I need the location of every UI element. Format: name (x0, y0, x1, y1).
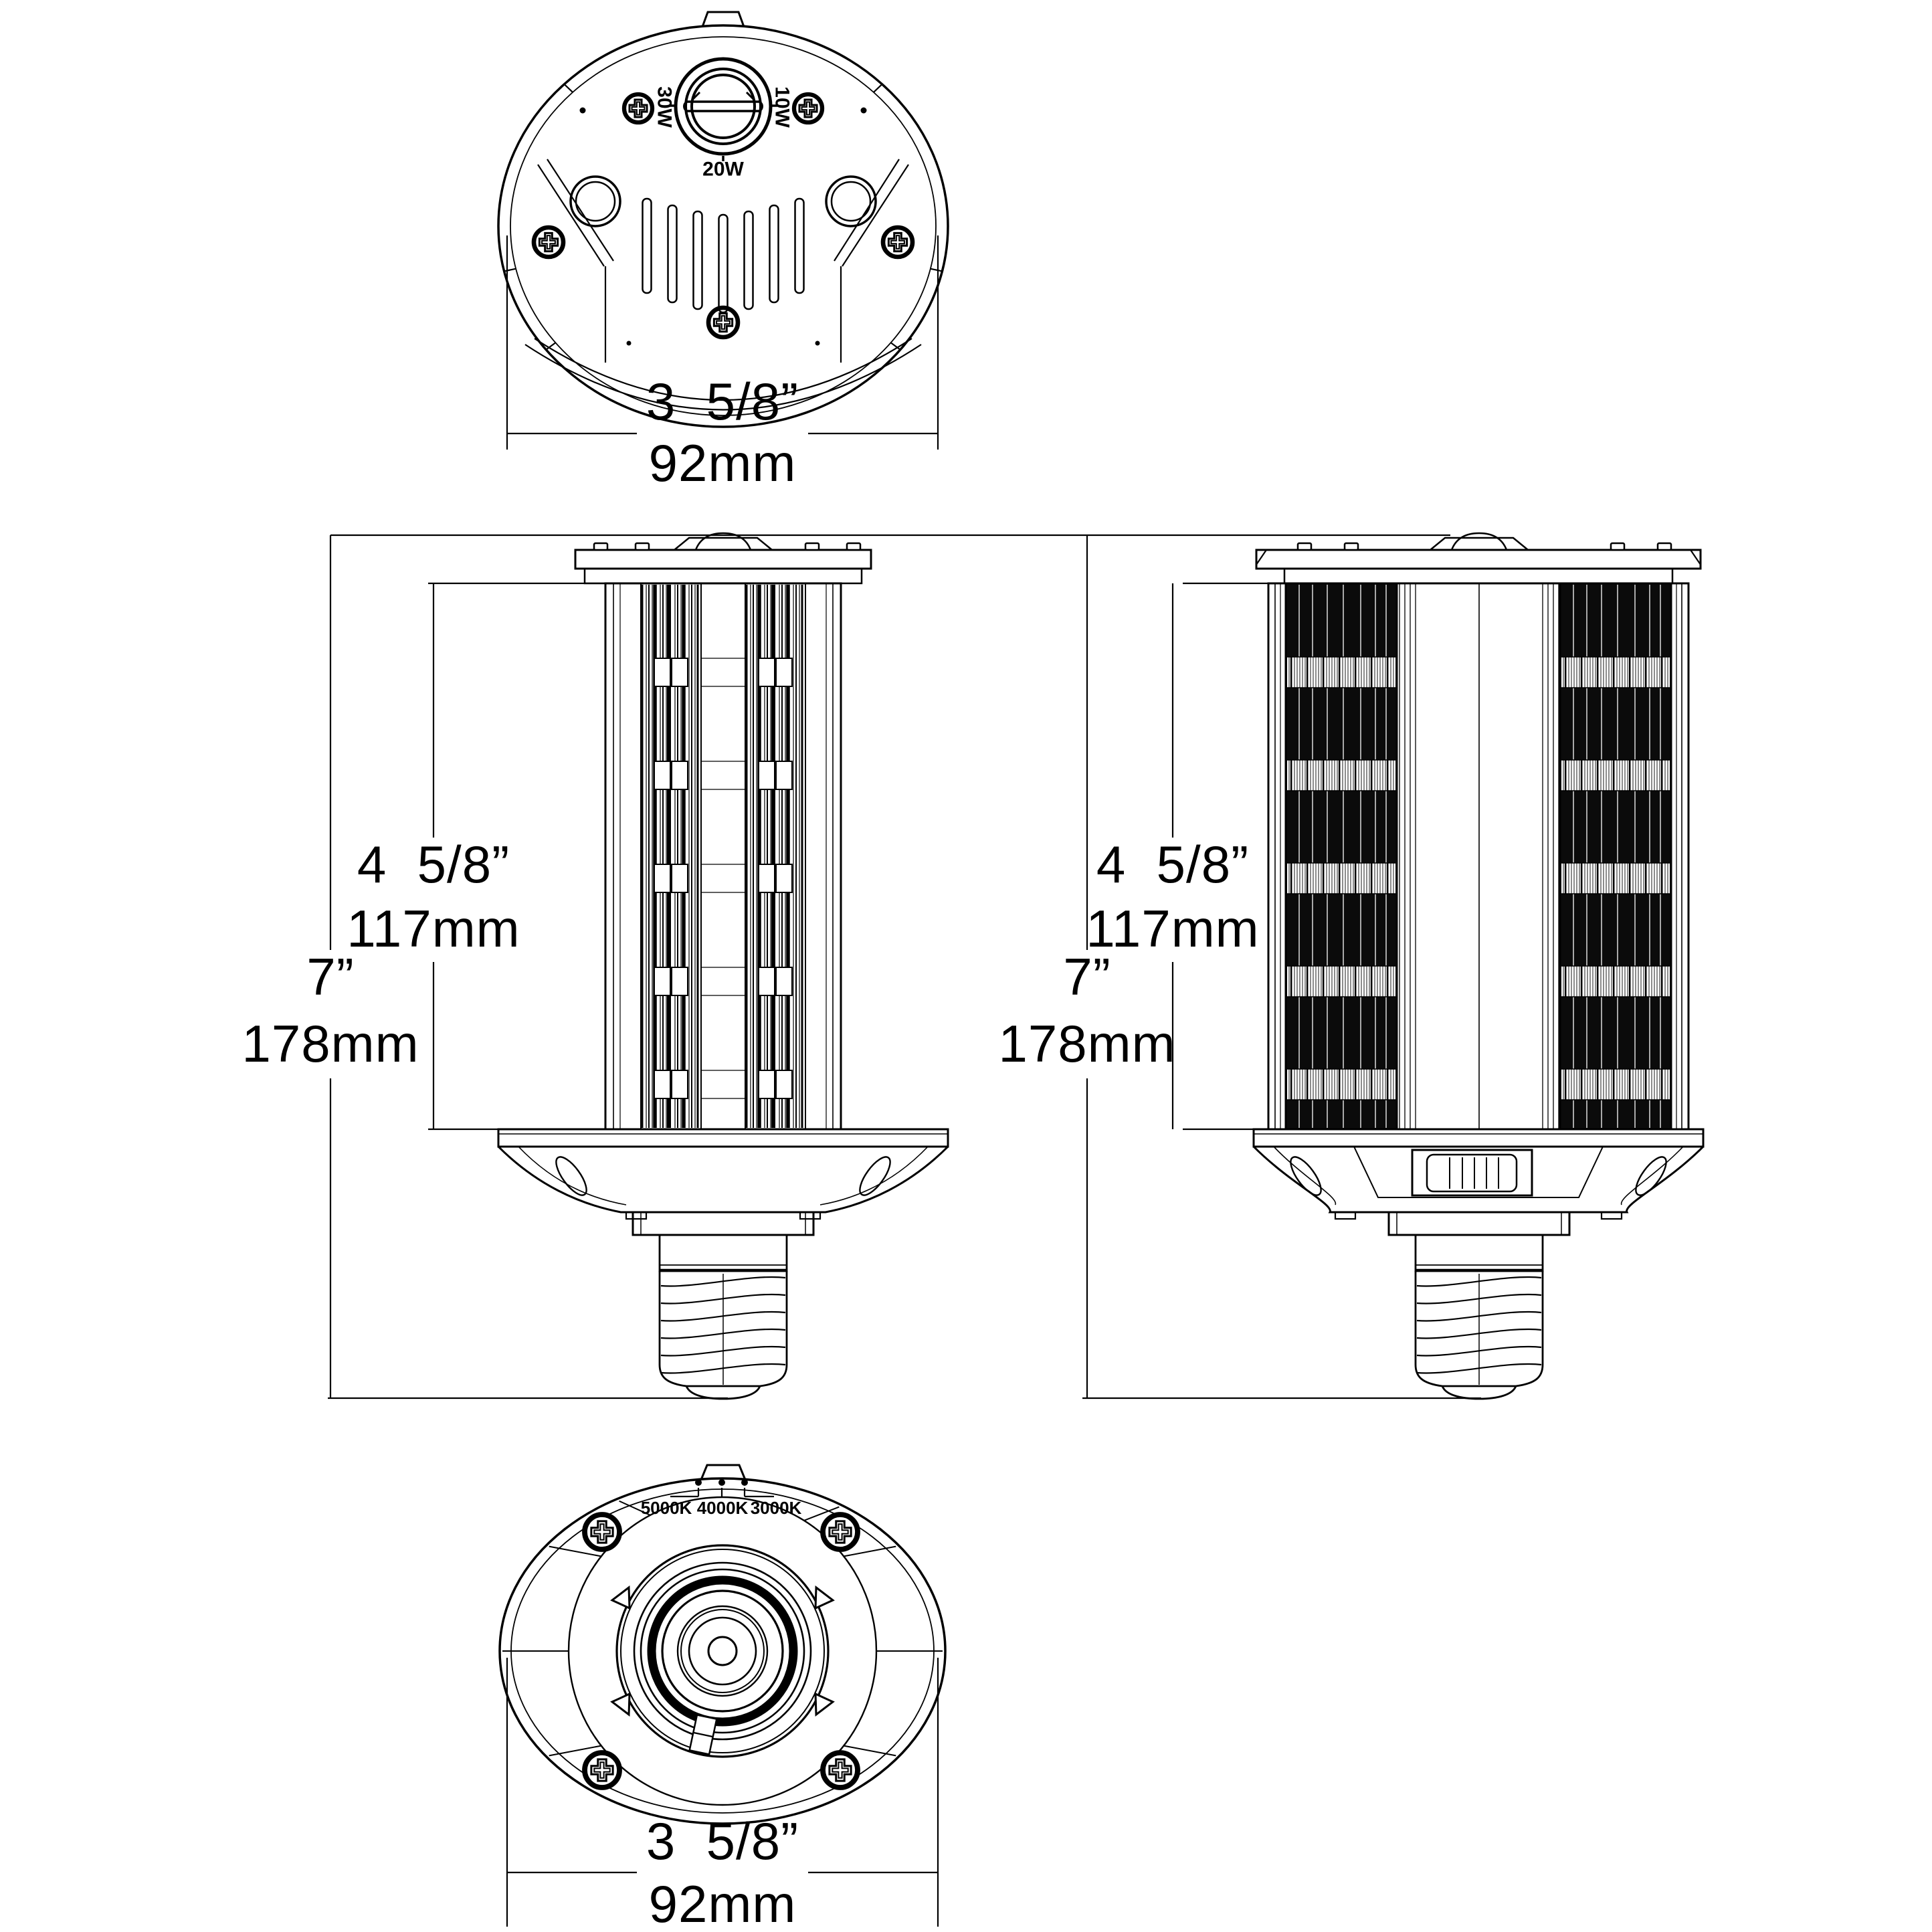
watt-label-30w: 30W (654, 86, 676, 128)
socket-rings (615, 1544, 830, 1758)
led-panel-column (1284, 582, 1398, 1131)
e26-screw-base (632, 1211, 815, 1400)
cct-indicator (670, 1479, 774, 1498)
contact-tab (688, 1713, 718, 1756)
top-cap (1255, 532, 1702, 585)
phillips-screw-icon (820, 1750, 860, 1790)
base-housing (497, 1128, 949, 1220)
cct-label-4000k: 4000K (697, 1498, 749, 1518)
bottom-width-dimension (506, 1658, 939, 1927)
led-strip (640, 583, 702, 1130)
height-dimensions (328, 535, 728, 1399)
bottom-width-mm: 92mm (649, 1874, 797, 1932)
phillips-screw-icon (880, 225, 915, 260)
bottom-width-inches: 3 5/8” (646, 1812, 799, 1870)
rotated-total-inches: 7” (1063, 947, 1110, 1006)
front-body-mm: 117mm (347, 899, 520, 958)
rotated-body-inches: 4 5/8” (1096, 835, 1249, 894)
rotation-arrows-icon (612, 1587, 835, 1717)
top-width-mm: 92mm (649, 433, 797, 492)
cct-slider (1353, 1146, 1604, 1198)
finned-body (604, 582, 842, 1131)
cct-label-5000k: 5000K (641, 1498, 692, 1518)
front-total-mm: 178mm (242, 1014, 419, 1073)
watt-selector-dial (674, 57, 773, 156)
phillips-screw-icon (621, 92, 655, 125)
front-body-inches: 4 5/8” (357, 835, 510, 894)
rotated-body-mm: 117mm (1086, 899, 1259, 958)
top-width-inches: 3 5/8” (646, 372, 799, 431)
finned-body-rotated (1267, 582, 1690, 1131)
phillips-screw-icon (582, 1512, 622, 1552)
phillips-screw-icon (531, 225, 566, 260)
phillips-screw-icon (820, 1512, 860, 1552)
led-panel-column (1559, 582, 1672, 1131)
phillips-screw-icon (706, 305, 741, 340)
bottom-view (500, 1465, 947, 1927)
phillips-screw-icon (791, 92, 825, 125)
phillips-screw-icon (582, 1750, 622, 1790)
watt-label-20w: 20W (702, 159, 744, 181)
front-view (328, 532, 1450, 1400)
rotated-total-mm: 178mm (998, 1014, 1175, 1073)
watt-label-10w: 10W (771, 86, 793, 128)
front-total-inches: 7” (306, 947, 354, 1006)
cct-label-3000k: 3000K (751, 1498, 802, 1518)
e26-screw-base (1387, 1211, 1571, 1400)
rotated-view (1082, 532, 1705, 1400)
top-view (497, 11, 949, 450)
vent-slots (642, 197, 805, 314)
height-dimensions (1082, 535, 1481, 1399)
top-cap (574, 532, 872, 585)
